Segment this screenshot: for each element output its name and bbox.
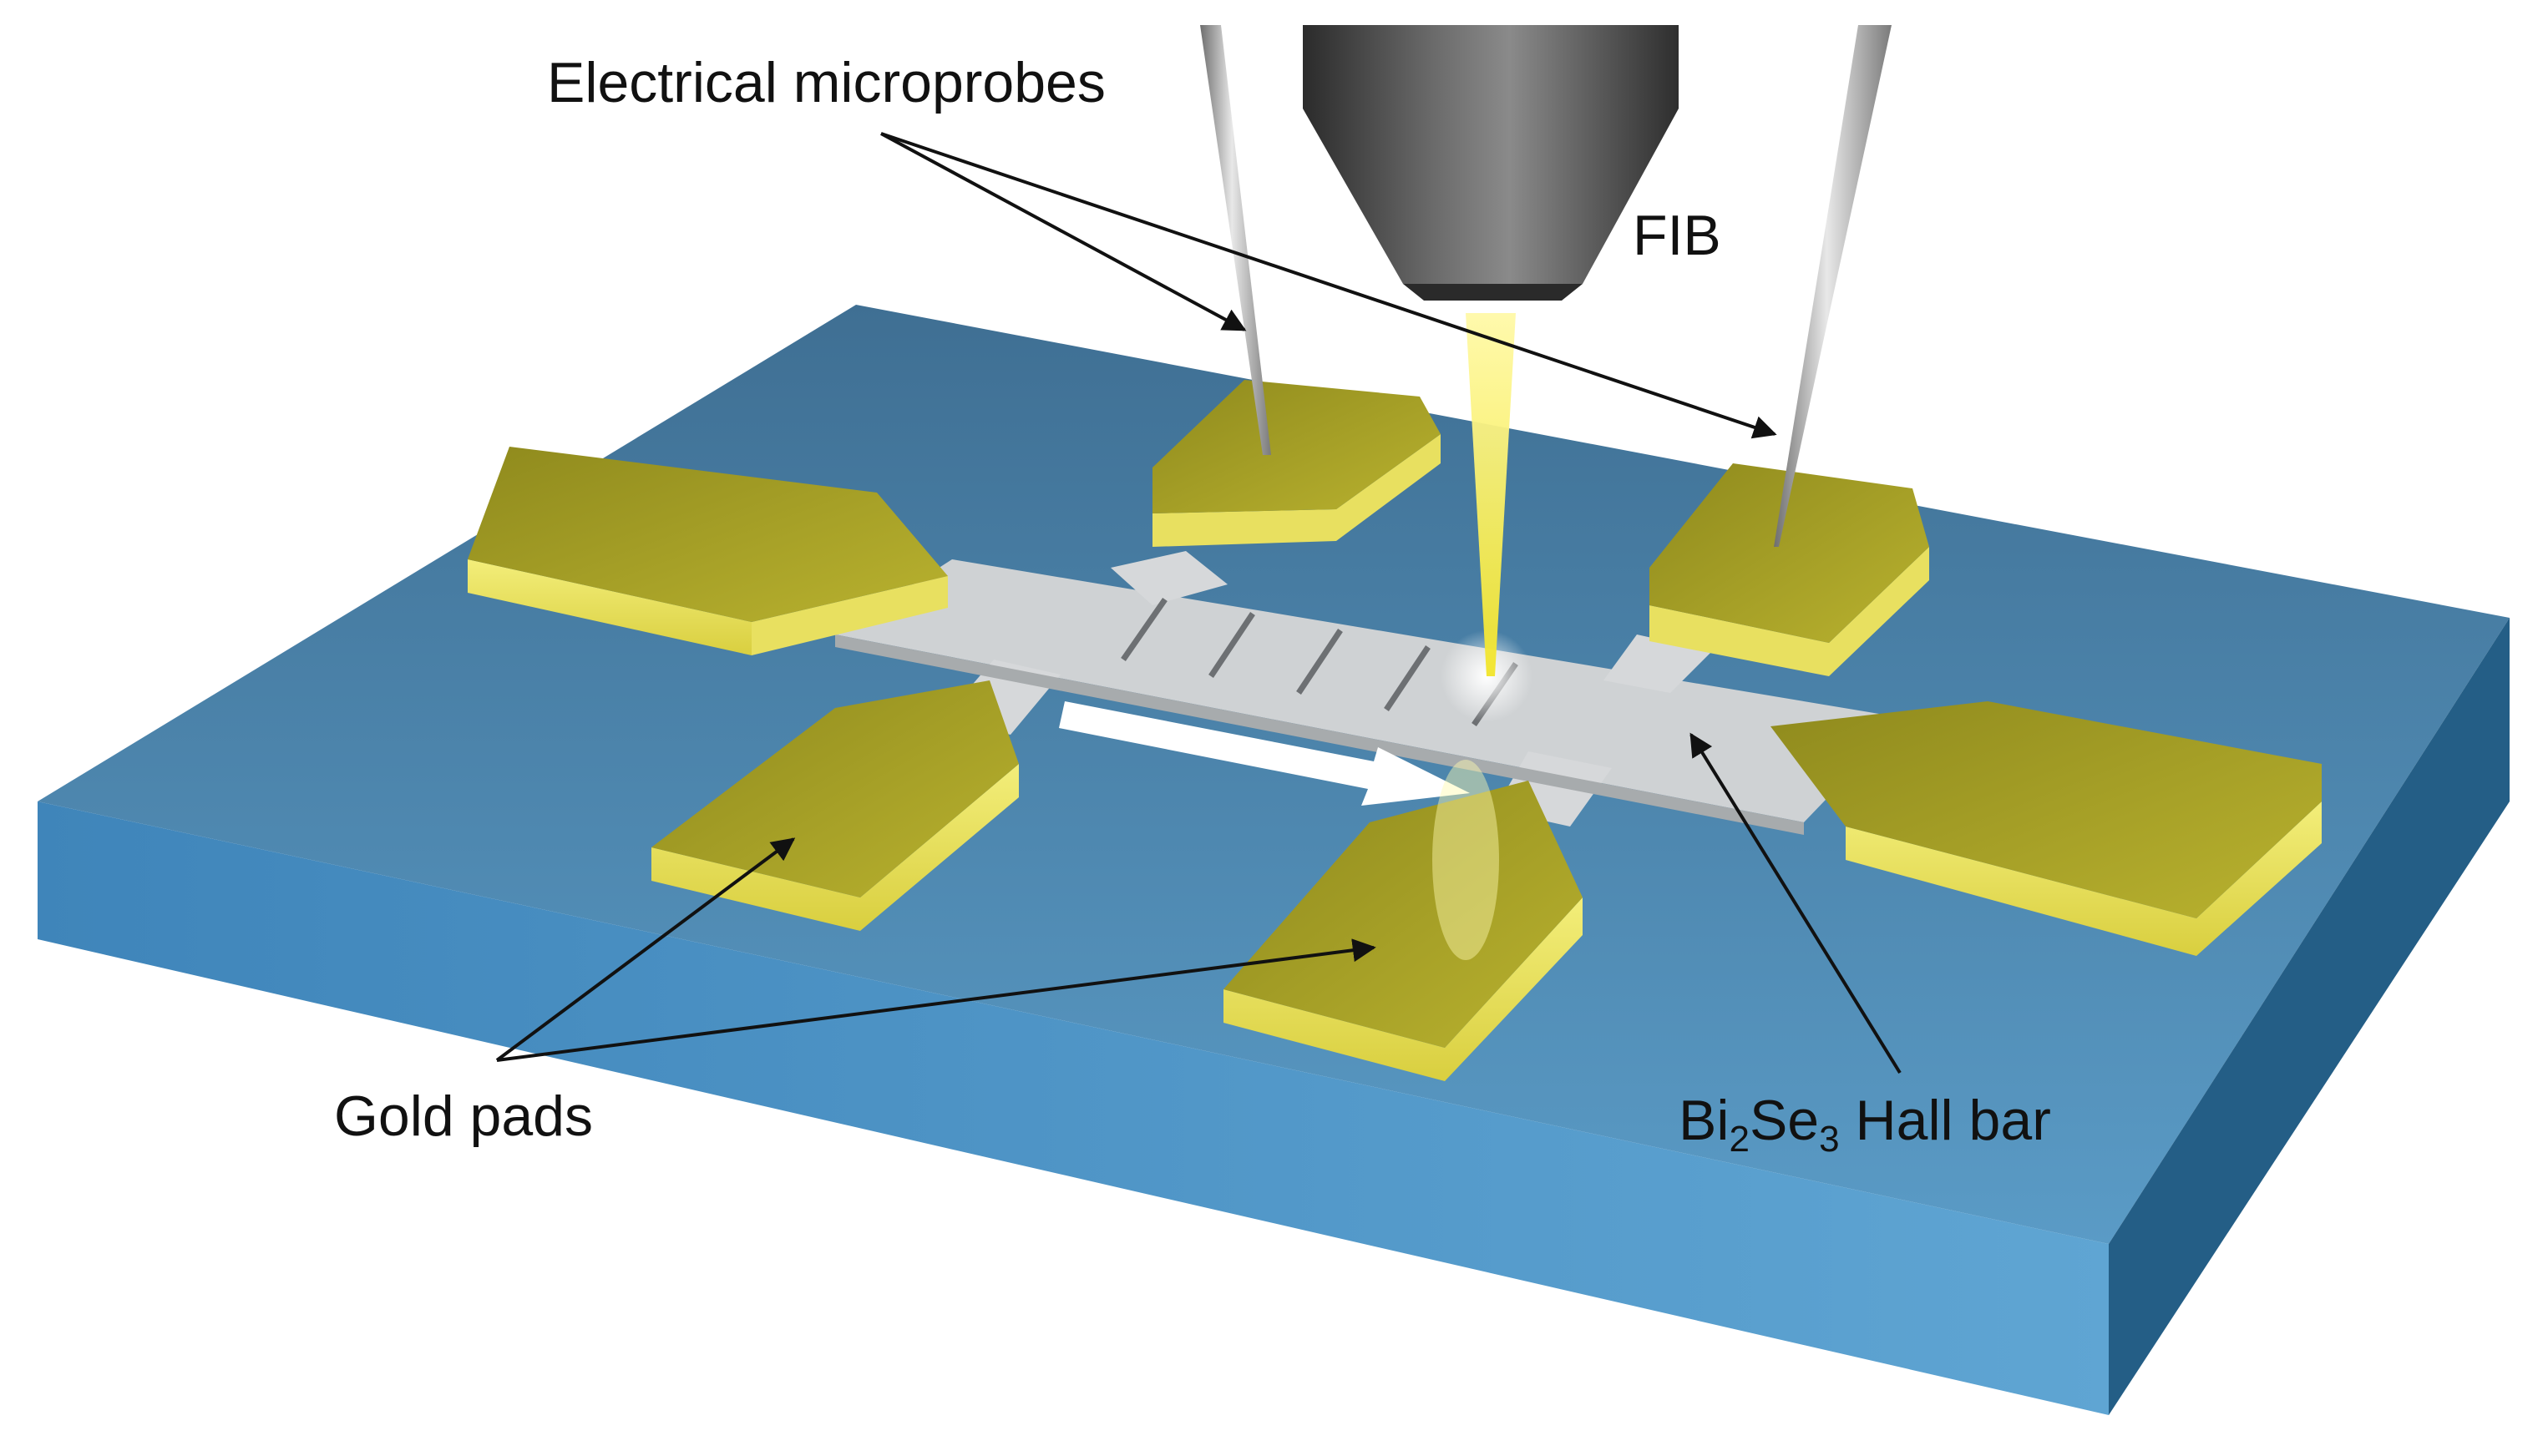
arrow-to-pad-bottom-middle [496,938,1376,1062]
scan-direction-arrow [1059,701,1470,806]
gold-pad-top-middle [1152,380,1441,547]
fib-beam [1466,313,1516,676]
annotation-arrows [495,132,1902,1074]
label-hall-bar: Bi2Se3 Hall bar [1679,1089,2051,1160]
gold-pad-top-right [1649,463,1929,676]
label-gold-pads: Gold pads [334,1084,593,1148]
microprobe-right [1774,25,1892,547]
hall-bar-label-sub1: 2 [1729,1119,1749,1160]
hall-bar-arm-top-right [1603,634,1712,693]
gold-pad-bottom-left [651,680,1019,931]
hall-bar-label-bi: Bi [1679,1089,1729,1152]
hall-bar-arm-top-left [1111,551,1228,605]
label-fib: FIB [1633,204,1721,267]
arrow-to-pad-bottom-left [495,837,796,1062]
arrow-to-left-probe [880,132,1247,331]
hall-bar-edge [835,634,1804,835]
hall-bar-label-se: Se [1750,1089,1819,1152]
substrate-side-face [2109,618,2510,1415]
hall-bar [835,551,1904,835]
label-electrical-microprobes: Electrical microprobes [547,51,1106,114]
microprobes [1200,25,1892,547]
fib-column [1303,25,1679,301]
gold-pad-right [1770,701,2322,956]
arrow-to-right-probe [880,132,1777,439]
hall-bar-label-rest: Hall bar [1840,1089,2051,1152]
gold-pad-bottom-middle [1223,760,1583,1081]
gold-pad-left [468,447,948,655]
substrate-front-face [38,801,2109,1415]
arrow-to-hall-bar [1689,732,1902,1074]
gold-pads [468,380,2322,1081]
gold-pad-highlight [1432,760,1499,960]
hall-bar-channel [835,559,1904,822]
microprobe-left [1200,25,1271,455]
hall-bar-label-sub2: 3 [1819,1119,1839,1160]
